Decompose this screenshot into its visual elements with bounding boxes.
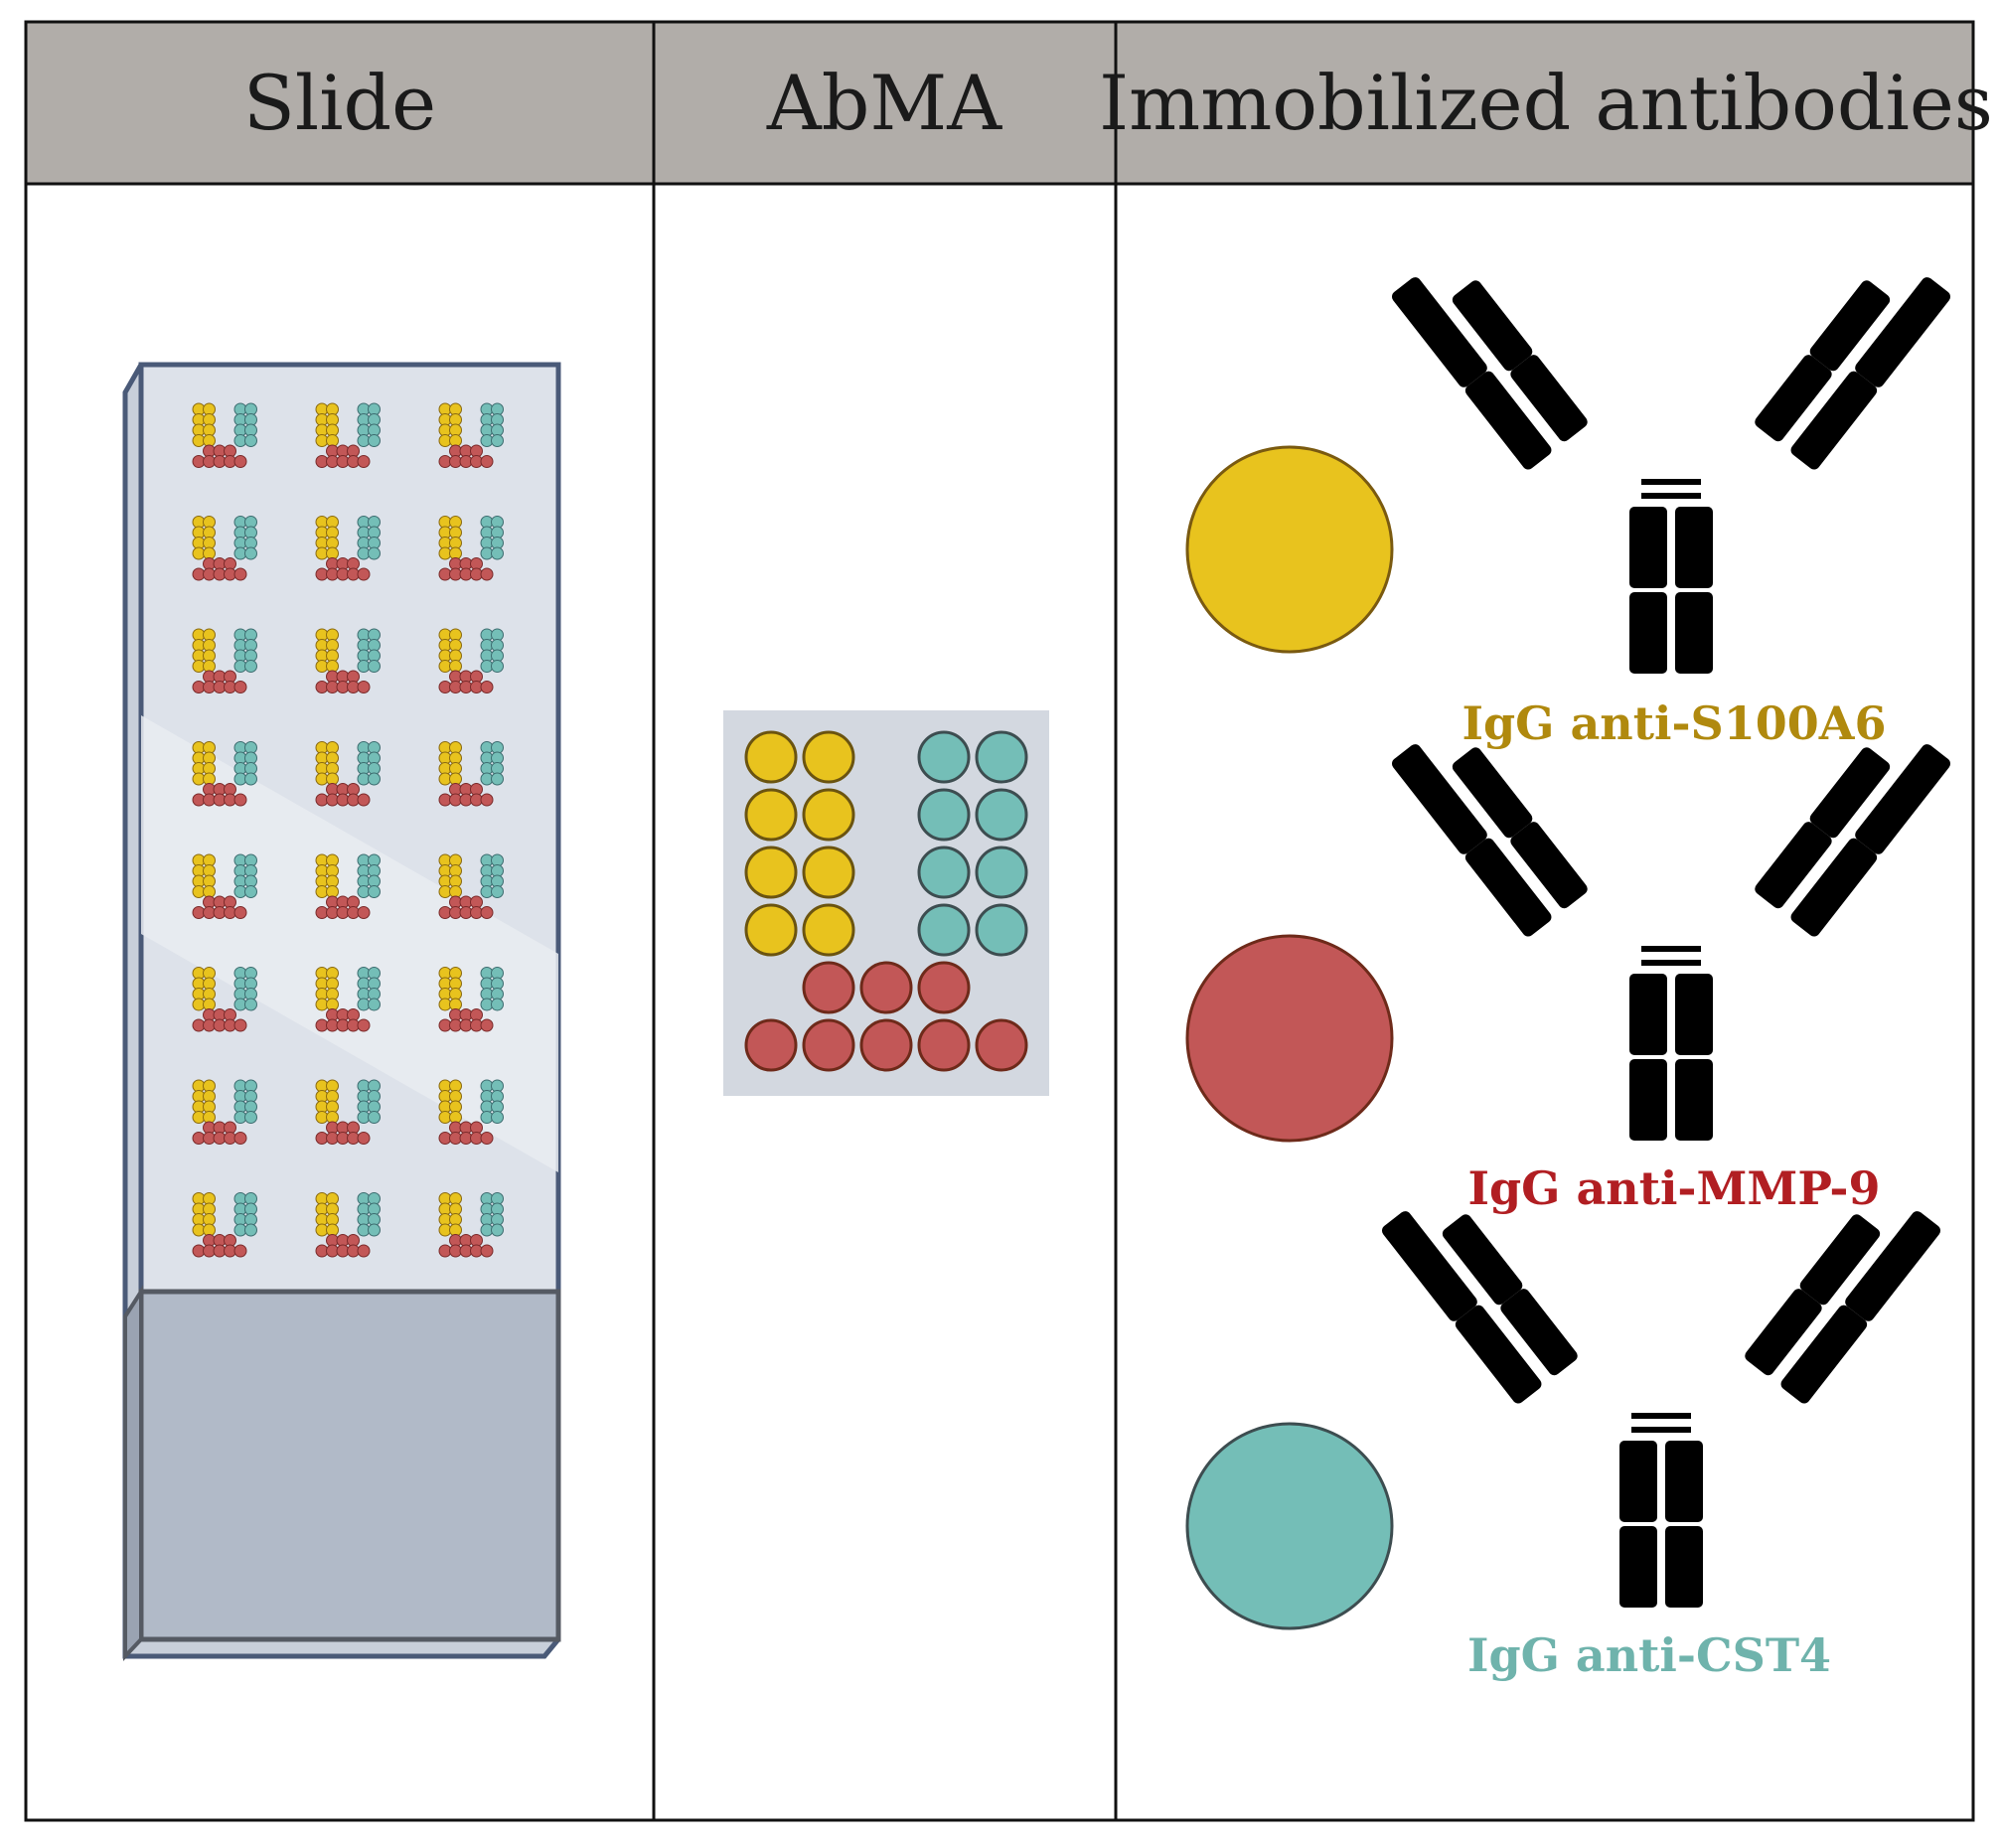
- slide-spot-teal: [244, 998, 257, 1011]
- abma-spot-red: [859, 1018, 913, 1072]
- abma-spot-teal: [975, 846, 1028, 899]
- abma-spot-teal: [917, 730, 971, 784]
- slide-spot-red: [233, 1018, 247, 1032]
- slide-spot-teal: [368, 1223, 381, 1237]
- table-header-background: [26, 22, 1973, 184]
- slide-spot-red: [480, 906, 494, 919]
- slide-spot-teal: [368, 660, 381, 673]
- legend-spot-yellow: [1185, 445, 1394, 654]
- slide-spot-teal: [368, 1111, 381, 1124]
- slide-spot-red: [357, 455, 371, 468]
- abma-spot-teal: [917, 788, 971, 842]
- abma-spot-red: [859, 961, 913, 1014]
- glass-slide: [122, 362, 561, 1662]
- slide-spot-teal: [491, 1111, 504, 1124]
- slide-spot-red: [233, 1244, 247, 1258]
- slide-spot-teal: [244, 1111, 257, 1124]
- label-anti-cst4: IgG anti-CST4: [1467, 1628, 1831, 1682]
- slide-array-grid: [192, 402, 504, 1258]
- abma-spot-red: [744, 1018, 798, 1072]
- slide-spot-red: [233, 1132, 247, 1145]
- abma-spot-teal: [975, 730, 1028, 784]
- slide-spot-red: [480, 1132, 494, 1145]
- slide-spot-red: [480, 681, 494, 693]
- slide-spot-red: [357, 681, 371, 693]
- abma-spot-red: [975, 1018, 1028, 1072]
- legend-spot-teal: [1185, 1422, 1394, 1630]
- abma-spot-red: [802, 961, 855, 1014]
- abma-spot-red: [917, 961, 971, 1014]
- table-grid: [24, 20, 1975, 1822]
- label-anti-mmp9: IgG anti-MMP-9: [1467, 1161, 1880, 1215]
- slide-spot-teal: [368, 546, 381, 560]
- slide-spot-teal: [368, 772, 381, 786]
- abma-spot-yellow: [744, 788, 798, 842]
- abma-array: [723, 710, 1049, 1096]
- slide-spot-teal: [491, 998, 504, 1011]
- slide-spot-red: [357, 1018, 371, 1032]
- slide-spot-red: [357, 567, 371, 581]
- slide-spot-red: [233, 455, 247, 468]
- slide-spot-red: [480, 455, 494, 468]
- label-anti-s100a6: IgG anti-S100A6: [1462, 696, 1887, 750]
- slide-spot-red: [357, 1244, 371, 1258]
- slide-spot-teal: [244, 885, 257, 898]
- slide-spot-teal: [368, 885, 381, 898]
- slide-spot-teal: [244, 546, 257, 560]
- slide-spot-red: [480, 793, 494, 807]
- antibody-red-icon: .ra .ab-light{fill:#F27474}.ra .ab-mid{f…: [1389, 713, 1953, 1141]
- slide-spot-teal: [491, 1223, 504, 1237]
- slide-frosted-label: [138, 1289, 561, 1642]
- slide-spot-red: [357, 1132, 371, 1145]
- header-slide: Slide: [243, 59, 436, 147]
- slide-spot-teal: [244, 1223, 257, 1237]
- abma-spot-yellow: [802, 846, 855, 899]
- antibody-teal-icon: .ta .ab-light{fill:#0F9E8D}.ta .ab-mid{f…: [1379, 1180, 1943, 1608]
- slide-spot-red: [480, 1018, 494, 1032]
- abma-spot-teal: [975, 788, 1028, 842]
- slide-spot-teal: [491, 434, 504, 447]
- slide-spot-teal: [368, 434, 381, 447]
- header-abma: AbMA: [766, 59, 1002, 147]
- abma-spot-red: [917, 1018, 971, 1072]
- abma-spot-teal: [975, 903, 1028, 957]
- slide-spot-red: [357, 906, 371, 919]
- antibody-legend: .ya .ab-light{fill:#EED493}.ya .ab-mid{f…: [1185, 246, 1953, 1682]
- slide-spot-teal: [491, 660, 504, 673]
- abma-spots: [744, 730, 1028, 1072]
- abma-spot-yellow: [802, 788, 855, 842]
- slide-spot-teal: [244, 660, 257, 673]
- slide-spot-red: [233, 906, 247, 919]
- abma-spot-teal: [917, 903, 971, 957]
- slide-spot-red: [233, 567, 247, 581]
- slide-spot-red: [357, 793, 371, 807]
- slide-spot-red: [480, 1244, 494, 1258]
- abma-spot-yellow: [744, 730, 798, 784]
- legend-spot-red: [1185, 934, 1394, 1143]
- slide-spot-red: [480, 567, 494, 581]
- slide-spot-teal: [368, 998, 381, 1011]
- slide-spot-teal: [491, 546, 504, 560]
- slide-spot-red: [233, 681, 247, 693]
- slide-spot-red: [233, 793, 247, 807]
- abma-spot-yellow: [744, 903, 798, 957]
- abma-spot-yellow: [744, 846, 798, 899]
- abma-spot-yellow: [802, 730, 855, 784]
- slide-spot-teal: [244, 434, 257, 447]
- abma-spot-yellow: [802, 903, 855, 957]
- slide-spot-teal: [244, 772, 257, 786]
- slide-spot-teal: [491, 885, 504, 898]
- abma-spot-red: [802, 1018, 855, 1072]
- header-immobilized-antibodies: Immobilized antibodies: [1099, 59, 1993, 147]
- slide-spot-teal: [491, 772, 504, 786]
- abma-spot-teal: [917, 846, 971, 899]
- antibody-yellow-icon: .ya .ab-light{fill:#EED493}.ya .ab-mid{f…: [1389, 246, 1953, 674]
